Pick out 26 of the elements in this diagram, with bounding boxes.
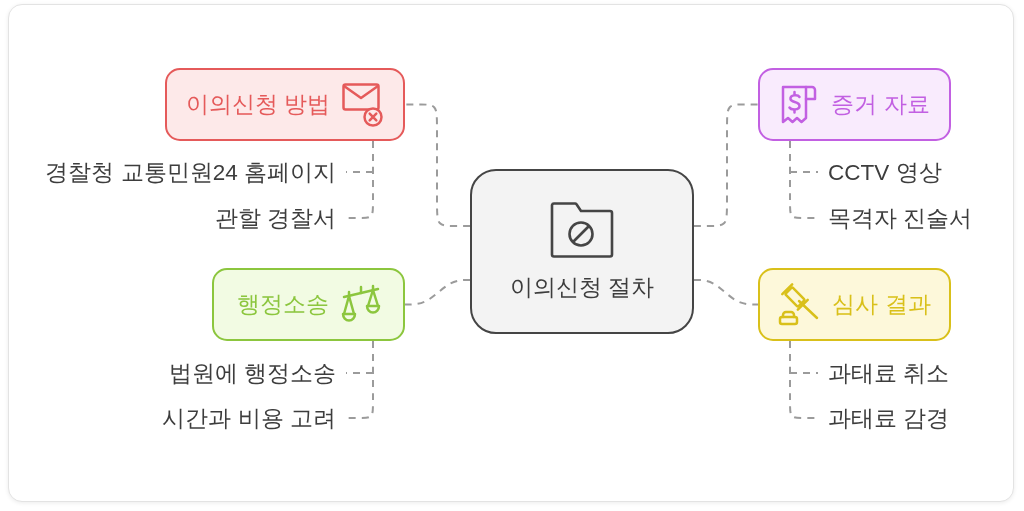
subtopic-text: 목격자 진술서: [828, 204, 973, 232]
topic-title: 증거 자료: [831, 91, 930, 118]
subtopic-text: 경찰청 교통민원24 홈페이지: [45, 158, 336, 186]
connector: [345, 171, 374, 173]
connector: [693, 103, 759, 227]
topic-box: [758, 268, 951, 341]
topic-box: [758, 68, 951, 141]
subtopic-text: 관할 경찰서: [214, 204, 336, 232]
central-topic-title: 이의신청 절차: [509, 274, 655, 301]
connector: [404, 279, 471, 306]
subtopic-text: 과태료 취소: [828, 359, 950, 387]
connector: [345, 372, 374, 374]
topic-box: [212, 268, 405, 341]
subtopic-text: CCTV 영상: [828, 158, 942, 186]
connector: [789, 372, 819, 374]
subtopic-text: 법원에 행정소송: [168, 359, 336, 387]
topic-title: 이의신청 방법: [185, 91, 331, 118]
topic-box: [165, 68, 405, 141]
connector: [789, 171, 819, 173]
connector: [693, 279, 759, 306]
topic-title: 행정소송: [236, 291, 329, 318]
subtopic-text: 시간과 비용 고려: [162, 404, 336, 432]
connector: [404, 103, 471, 227]
central-topic-box: [470, 169, 694, 334]
subtopic-text: 과태료 감경: [828, 404, 950, 432]
topic-title: 심사 결과: [832, 291, 931, 318]
